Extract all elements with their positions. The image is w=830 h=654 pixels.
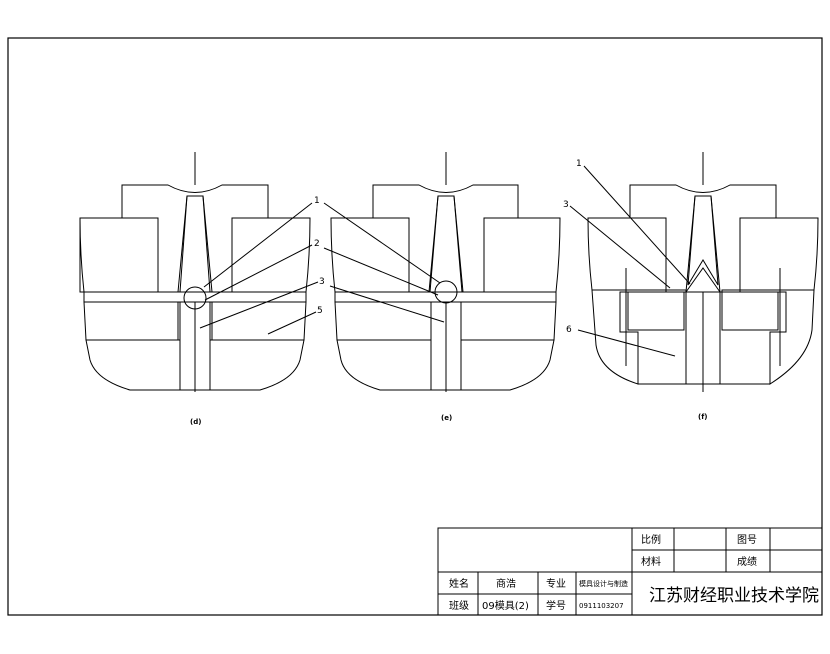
- left-die-block-f: [587, 217, 667, 291]
- label-6-f: 6: [566, 325, 572, 335]
- left-die-block-d: [79, 217, 159, 293]
- drawing-frame: [7, 37, 823, 616]
- right-die-block-e: [483, 217, 561, 293]
- student-no-label: 学号: [546, 599, 566, 612]
- label-3-f: 3: [563, 200, 569, 210]
- right-die-block-f: [739, 217, 819, 291]
- bottom-block-d: [85, 339, 181, 391]
- right-ring-f: [721, 291, 779, 331]
- sheet-layer-e: [334, 291, 557, 303]
- label-3-d: 3: [319, 277, 325, 287]
- left-die-block-e: [330, 217, 410, 293]
- view-d: 1 2 3 5 (d): [79, 152, 325, 426]
- die-plate-d: [83, 301, 179, 341]
- drawing-no-label: 图号: [737, 534, 757, 546]
- caption-e: (e): [441, 414, 452, 422]
- label-1-d: 1: [314, 196, 320, 206]
- sheet-layer-d: [83, 291, 307, 303]
- die-plate-f: [591, 289, 687, 385]
- die-plate-e: [334, 301, 432, 341]
- school-name: 江苏财经职业技术学院: [649, 586, 819, 606]
- left-holder-d: [79, 217, 159, 293]
- grade-label: 成绩: [737, 555, 757, 568]
- caption-d: (d): [190, 418, 201, 426]
- label-1-f: 1: [576, 159, 582, 169]
- punch-d: [121, 184, 269, 293]
- punch-f: [629, 184, 777, 293]
- name-value: 商浩: [496, 577, 516, 590]
- label-2-d: 2: [314, 239, 320, 249]
- view-f: 1 3 6 (f): [563, 152, 819, 421]
- material-wedge-f: [687, 195, 719, 286]
- label-5-d: 5: [317, 306, 323, 316]
- scale-label: 比例: [641, 533, 661, 546]
- major-value: 模具设计与制造: [579, 579, 628, 588]
- material-label: 材料: [641, 555, 661, 568]
- class-label: 班级: [449, 600, 469, 612]
- name-label: 姓名: [449, 577, 469, 590]
- view-e: (e): [323, 152, 561, 422]
- left-ring-f: [627, 291, 685, 331]
- title-block: 比例 图号 材料 成绩 姓名 商浩 专业 模具设计与制造 班级 09模具(2) …: [437, 527, 823, 616]
- major-label: 专业: [546, 577, 566, 590]
- right-die-block-d: [231, 217, 311, 293]
- punch-e: [372, 184, 519, 293]
- student-no-value: 0911103207: [579, 602, 624, 610]
- class-value: 09模具(2): [482, 600, 529, 612]
- caption-f: (f): [698, 413, 707, 421]
- bottom-block-e: [336, 339, 432, 391]
